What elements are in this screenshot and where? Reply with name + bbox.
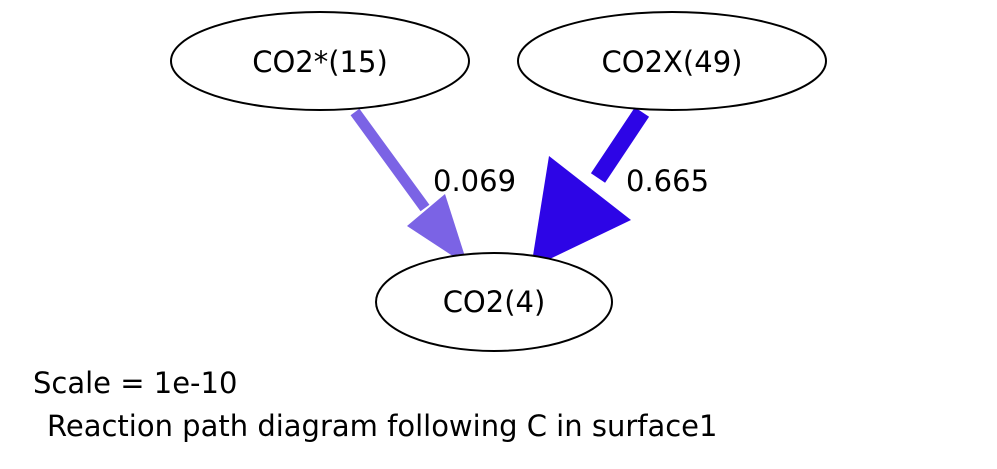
node-co2-label: CO2(4) [443,285,546,319]
edge-co2star-to-co2-line [350,108,430,212]
scale-text: Scale = 1e-10 [33,366,237,400]
node-co2x: CO2X(49) [517,11,827,111]
edge-co2x-to-co2-label: 0.665 [626,164,709,198]
edge-co2star-to-co2-label: 0.069 [433,164,516,198]
edge-co2star-to-co2-arrowhead [407,194,468,266]
node-co2: CO2(4) [375,252,613,352]
diagram-caption: Reaction path diagram following C in sur… [47,409,717,443]
edge-co2x-to-co2-line [590,107,650,183]
node-co2x-ellipse [517,11,827,111]
node-co2star-ellipse [170,11,470,111]
edge-co2x-to-co2-arrowhead [531,156,631,268]
node-co2star: CO2*(15) [170,11,470,111]
edge-co2star-to-co2 [350,108,468,266]
node-co2star-label: CO2*(15) [252,45,388,79]
node-co2x-label: CO2X(49) [602,45,743,79]
node-co2-ellipse [375,252,613,352]
edge-co2x-to-co2 [531,107,650,268]
